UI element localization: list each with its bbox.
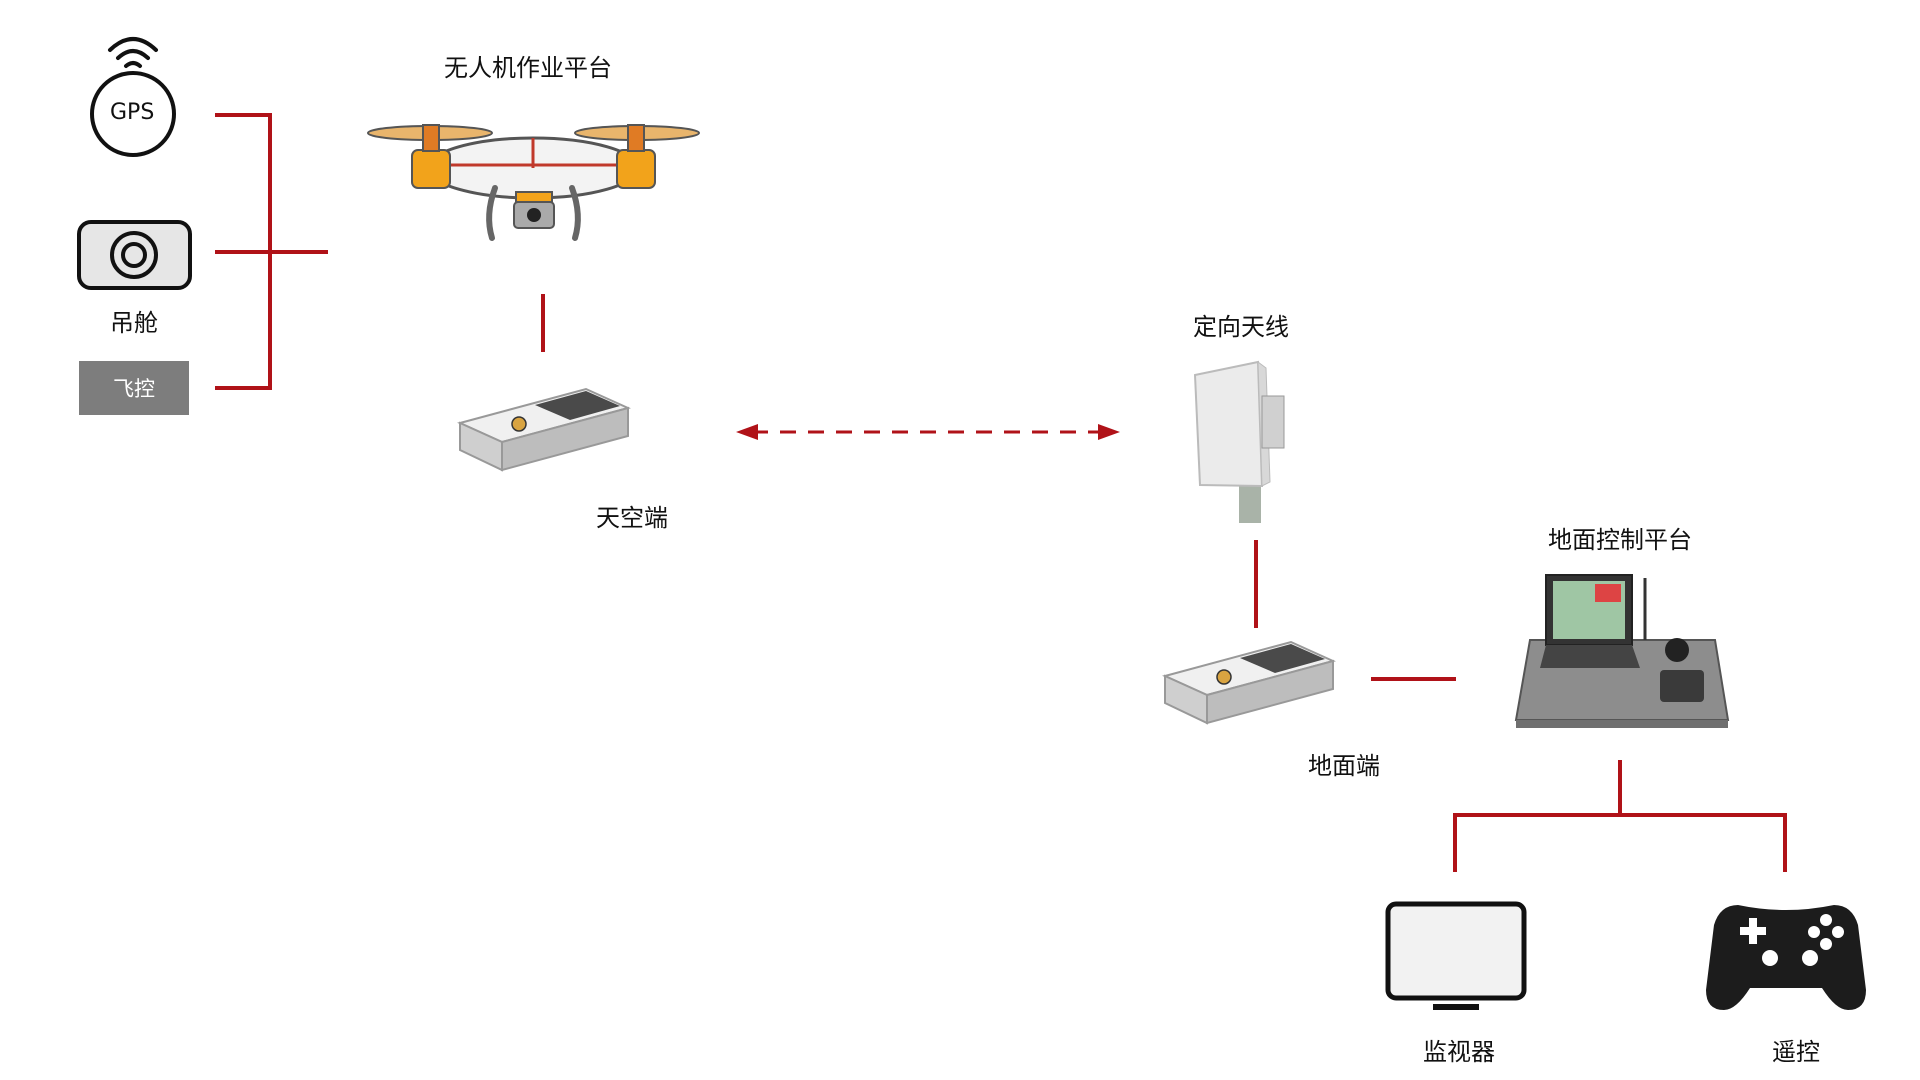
air-end-module-icon bbox=[457, 387, 631, 472]
rugged-laptop-case-icon bbox=[1514, 574, 1730, 728]
arrow-right-icon bbox=[1098, 424, 1120, 440]
camera-icon bbox=[77, 220, 192, 290]
flight-control-box: 飞控 bbox=[79, 361, 189, 415]
drone-icon bbox=[367, 124, 700, 241]
gamepad-icon bbox=[1706, 905, 1866, 1010]
gps-icon bbox=[90, 37, 176, 157]
wireless-link bbox=[736, 424, 1120, 440]
ground-end-label: 地面端 bbox=[1308, 752, 1380, 780]
monitor-icon bbox=[1385, 901, 1527, 1010]
connector-lines bbox=[215, 113, 1787, 872]
panel-antenna-icon bbox=[1193, 360, 1285, 523]
arrow-left-icon bbox=[736, 424, 758, 440]
control-to-peripherals-connector bbox=[1453, 760, 1787, 872]
remote-control-label: 遥控 bbox=[1772, 1038, 1820, 1066]
monitor-label: 监视器 bbox=[1423, 1038, 1495, 1066]
uav-platform-label: 无人机作业平台 bbox=[444, 54, 612, 82]
air-end-label: 天空端 bbox=[596, 504, 668, 532]
ground-end-module-icon bbox=[1162, 640, 1336, 725]
gimbal-label: 吊舱 bbox=[110, 309, 158, 337]
gps-label: GPS bbox=[110, 100, 155, 125]
ground-control-platform-label: 地面控制平台 bbox=[1548, 526, 1692, 554]
directional-antenna-label: 定向天线 bbox=[1193, 313, 1289, 341]
